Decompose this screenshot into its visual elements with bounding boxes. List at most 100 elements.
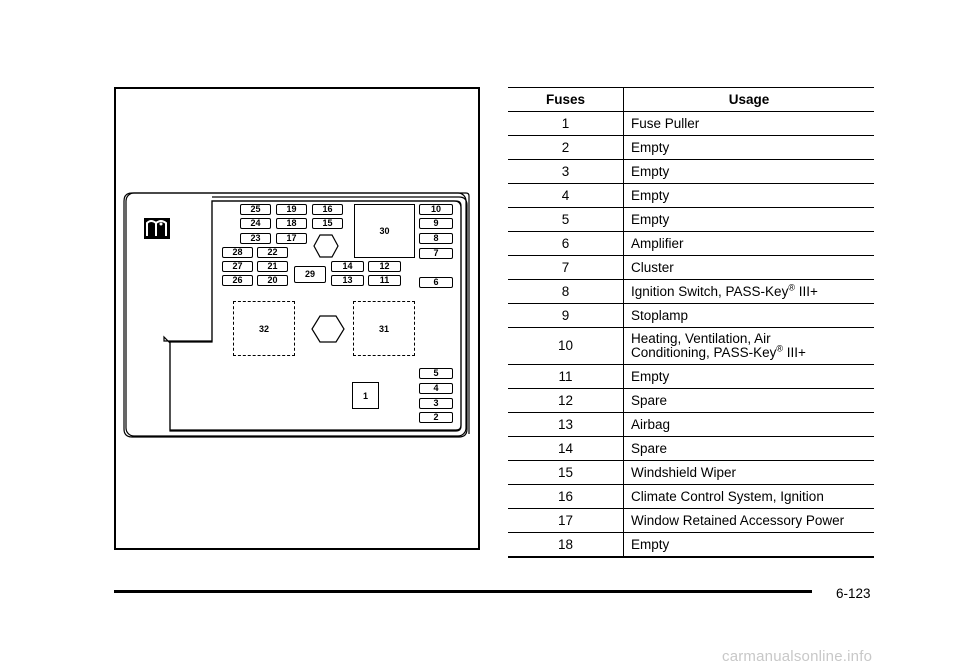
fuse-number: 11 — [508, 364, 624, 389]
fuse-20: 20 — [257, 275, 288, 286]
fuse-usage: Ignition Switch, PASS-Key® III+ — [623, 279, 874, 304]
fuse-number: 3 — [508, 159, 624, 184]
fuse-6: 6 — [419, 277, 453, 288]
page-number: 6-123 — [836, 586, 871, 601]
fuse-21: 21 — [257, 261, 288, 272]
fuse-number: 1 — [508, 111, 624, 136]
fuse-number: 9 — [508, 303, 624, 328]
fuse-usage: Empty — [623, 159, 874, 184]
fuse-number: 17 — [508, 508, 624, 533]
fuse-19: 19 — [276, 204, 307, 215]
fuse-26: 26 — [222, 275, 253, 286]
fuse-number: 2 — [508, 135, 624, 160]
fuse-number: 13 — [508, 412, 624, 437]
fuse-27: 27 — [222, 261, 253, 272]
fuse-number: 5 — [508, 207, 624, 232]
fuse-24: 24 — [240, 218, 271, 229]
watermark: carmanualsonline.info — [722, 648, 873, 665]
fuse-number: 15 — [508, 460, 624, 485]
fuse-usage: Climate Control System, Ignition — [623, 484, 874, 509]
fuse-usage: Cluster — [623, 255, 874, 280]
fuse-usage: Stoplamp — [623, 303, 874, 328]
fuse-2: 2 — [419, 412, 453, 423]
fuse-25: 25 — [240, 204, 271, 215]
fuse-3: 3 — [419, 398, 453, 409]
fuse-usage: Empty — [623, 135, 874, 160]
hex-connector-upper — [313, 234, 339, 258]
fuse-8: 8 — [419, 233, 453, 244]
fuse-usage: Windshield Wiper — [623, 460, 874, 485]
fuse-usage: Empty — [623, 364, 874, 389]
table-header-row: Fuses Usage — [508, 87, 874, 112]
fuse-usage: Empty — [623, 532, 874, 558]
relay-31: 31 — [353, 301, 415, 356]
fuse-number: 18 — [508, 532, 624, 558]
fuse-usage: Airbag — [623, 412, 874, 437]
fuse-number: 14 — [508, 436, 624, 461]
fuse-23: 23 — [240, 233, 271, 244]
fuse-14: 14 — [331, 261, 364, 272]
fuse-22: 22 — [257, 247, 288, 258]
fuse-number: 12 — [508, 388, 624, 413]
fuse-30: 30 — [354, 204, 415, 258]
fuse-28: 28 — [222, 247, 253, 258]
fuse-number: 10 — [508, 327, 624, 365]
header-fuses: Fuses — [508, 87, 624, 112]
fuse-7: 7 — [419, 248, 453, 259]
fuse-usage: Spare — [623, 436, 874, 461]
fuse-13: 13 — [331, 275, 364, 286]
fuse-block-diagram: 25 19 16 24 18 15 23 17 28 22 27 21 26 2… — [114, 87, 480, 550]
fuse-block-outline — [123, 192, 470, 438]
fuse-15: 15 — [312, 218, 343, 229]
fuse-16: 16 — [312, 204, 343, 215]
fuse-9: 9 — [419, 218, 453, 229]
hex-connector-lower — [311, 315, 345, 343]
fuse-number: 16 — [508, 484, 624, 509]
fuse-puller-1: 1 — [352, 382, 379, 409]
fuse-usage: Fuse Puller — [623, 111, 874, 136]
info-manual-icon — [144, 218, 170, 239]
fuse-usage: Window Retained Accessory Power — [623, 508, 874, 533]
fuse-usage: Empty — [623, 183, 874, 208]
fuse-number: 8 — [508, 279, 624, 304]
fuse-number: 4 — [508, 183, 624, 208]
registered-mark: ® — [776, 343, 783, 354]
fuse-5: 5 — [419, 368, 453, 379]
fuse-usage: Empty — [623, 207, 874, 232]
fuse-usage: Spare — [623, 388, 874, 413]
fuse-11: 11 — [368, 275, 401, 286]
footer-rule — [114, 590, 812, 593]
fuse-12: 12 — [368, 261, 401, 272]
fuse-29: 29 — [294, 266, 326, 283]
registered-mark: ® — [788, 282, 795, 292]
fuse-number: 6 — [508, 231, 624, 256]
relay-32: 32 — [233, 301, 295, 356]
fuse-18: 18 — [276, 218, 307, 229]
fuse-10: 10 — [419, 204, 453, 215]
fuse-4: 4 — [419, 383, 453, 394]
fuse-usage: Amplifier — [623, 231, 874, 256]
fuse-17: 17 — [276, 233, 307, 244]
header-usage: Usage — [623, 87, 874, 112]
fuse-number: 7 — [508, 255, 624, 280]
